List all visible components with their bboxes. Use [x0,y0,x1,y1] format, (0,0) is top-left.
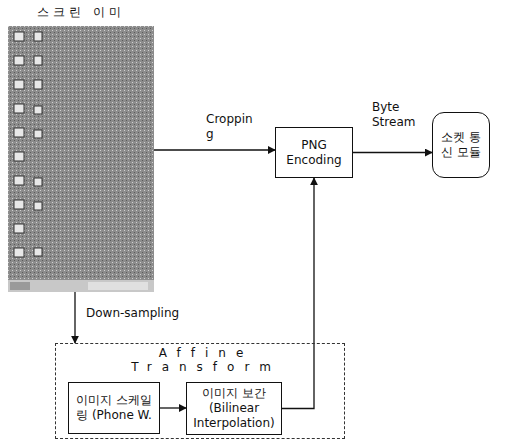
connector-arrow [353,152,432,153]
process-box: 이미지 스케일링 (Phone W. [68,382,160,434]
edge-label: Down-sampling [86,306,196,321]
screenshot-illustration [8,26,154,292]
node-text: 소켓 통신 모듈 [437,130,485,160]
node-text: 스크린 이미 [8,4,154,21]
screen-image: 스크린 이미 [8,4,154,292]
connector-arrow [282,178,314,409]
connector-arrow [154,149,275,150]
node-text: PNG Encoding [280,138,348,168]
node-text: Affine Transform [106,346,306,375]
connector-arrow [160,407,186,408]
connector-arrow [74,292,75,343]
process-box: 이미지 보간 (Bilinear Interpolation) [186,382,282,435]
node-text: 이미지 스케일링 (Phone W. [73,393,155,423]
process-box: PNG Encoding [275,127,353,178]
edge-label: Byte Stream [372,100,422,130]
node-text: 이미지 보간 (Bilinear Interpolation) [191,386,277,431]
group-region: Affine Transform 이미지 스케일링 (Phone W. 이미지 보간… [55,343,345,439]
module-box: 소켓 통신 모듈 [432,112,490,178]
edge-label: Croppin g [206,112,254,142]
